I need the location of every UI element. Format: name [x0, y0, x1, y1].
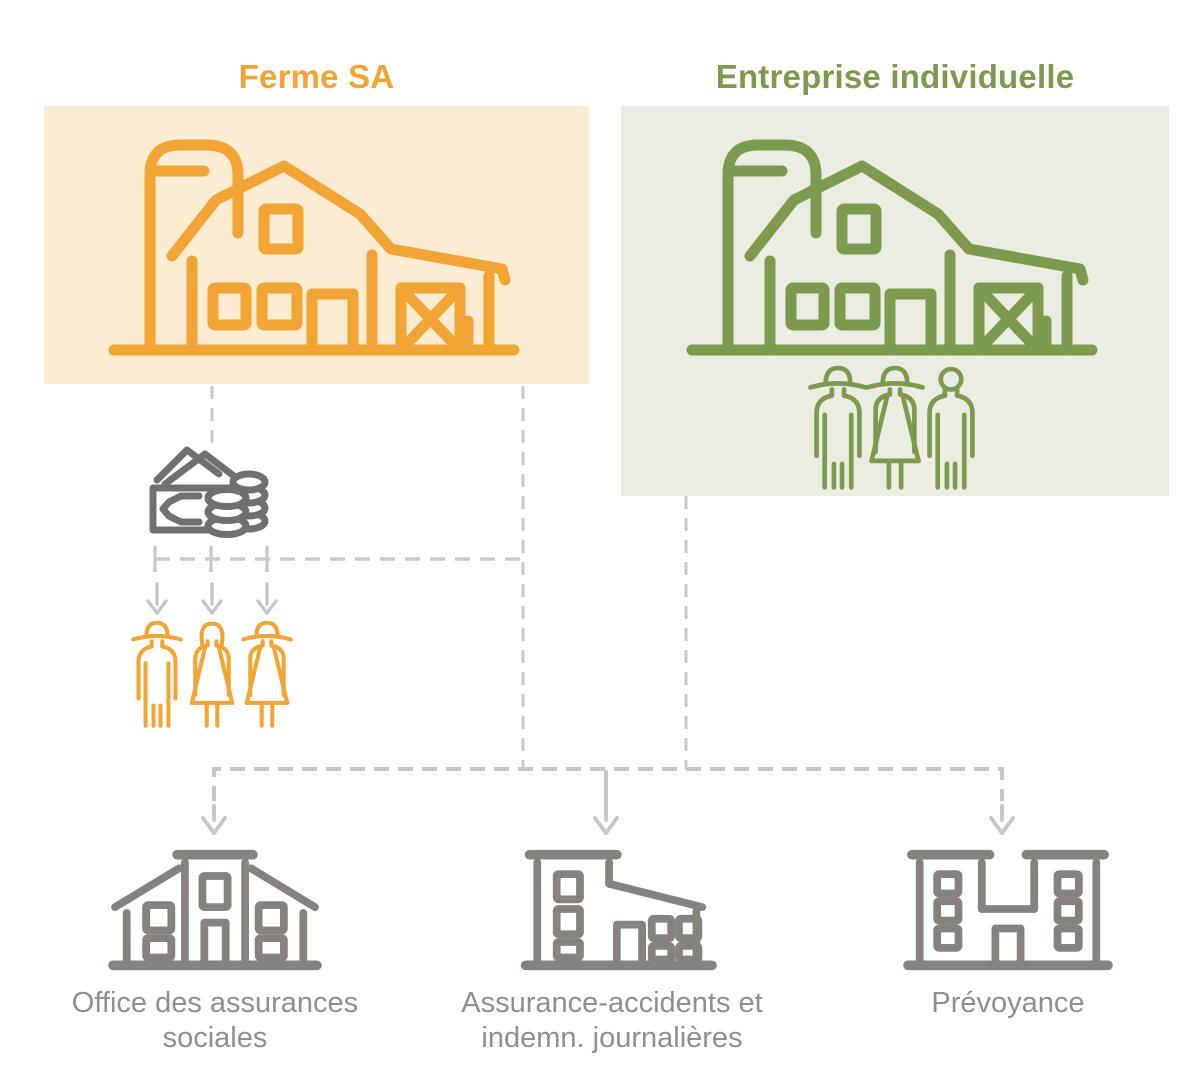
dashed-connectors [210, 386, 688, 769]
insurance-building-icon [520, 849, 717, 971]
workers-icon [128, 618, 296, 732]
institution-label-office: Office des assurances sociales [71, 987, 359, 1055]
institution-arrows [201, 770, 1015, 835]
workers-icon [800, 362, 985, 494]
salary-split-line [153, 546, 523, 572]
money-icon [149, 446, 269, 538]
right-group-title: Entreprise individuelle [715, 58, 1075, 95]
barn-icon [686, 141, 1098, 356]
institution-label-accidents: Assurance-accidents et indemn. journaliè… [461, 987, 763, 1055]
left-group-title: Ferme SA [238, 58, 395, 95]
pension-building-icon [903, 849, 1113, 971]
barn-icon [108, 141, 520, 356]
institution-label-prevoyance: Prévoyance [931, 987, 1085, 1019]
office-building-icon [108, 849, 322, 971]
salary-arrows [146, 582, 278, 615]
